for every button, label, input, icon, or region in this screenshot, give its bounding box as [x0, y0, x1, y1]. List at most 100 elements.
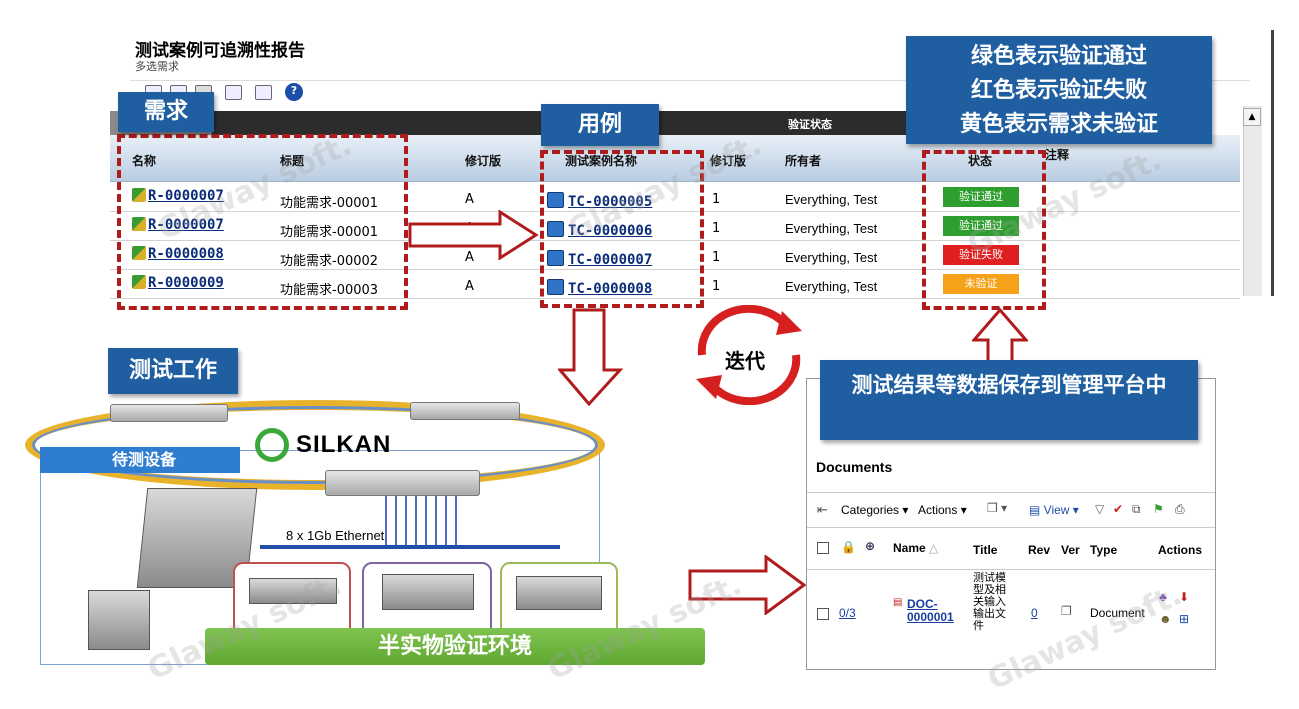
test-case-label: 用例: [541, 104, 659, 146]
documents-toolbar: ⇤ Categories ▾ Actions ▾ ❐ ▾ ▤ View ▾ ▽ …: [807, 492, 1215, 528]
simulator-device: [249, 578, 337, 604]
col-test-revision[interactable]: 修订版: [710, 154, 747, 168]
col-doc-type[interactable]: Type: [1090, 543, 1118, 557]
col-doc-ver[interactable]: Ver: [1061, 543, 1080, 557]
categories-menu[interactable]: Categories ▾: [841, 503, 909, 517]
simulator-box: [500, 562, 618, 637]
col-doc-actions[interactable]: Actions: [1158, 543, 1203, 557]
filter-icon[interactable]: ▽: [1095, 502, 1105, 516]
copy-icon[interactable]: ❐ ▾: [987, 501, 1008, 515]
row-checkbox[interactable]: [817, 608, 829, 620]
document-row: 0/3 ▤ DOC-0000001 测试模型及相关输入输出文件 0 ❐ Docu…: [807, 569, 1215, 660]
iteration-cycle-icon: [696, 305, 802, 405]
simulator-device: [382, 574, 474, 610]
attachment-count-link[interactable]: 0/3: [839, 606, 856, 620]
ethernet-line: [455, 496, 457, 546]
documents-title: Documents: [816, 459, 893, 475]
requirement-rev: A: [465, 250, 474, 265]
col-comment[interactable]: 注释: [1045, 148, 1070, 162]
requirement-rev: A: [465, 192, 474, 207]
view-menu[interactable]: ▤ View ▾: [1029, 503, 1079, 517]
flag-icon[interactable]: ⚑: [1153, 502, 1164, 516]
tree-icon: ⊕: [865, 539, 876, 553]
requirement-label: 需求: [118, 92, 214, 132]
status-highlight: [922, 150, 1046, 310]
col-test-case-name[interactable]: 测试案例名称: [565, 154, 638, 168]
select-all-checkbox[interactable]: [817, 542, 829, 554]
col-name[interactable]: 名称: [132, 154, 157, 168]
vendor-name: SILKAN: [296, 431, 392, 458]
sort-icon[interactable]: [255, 85, 272, 100]
owner: Everything, Test: [785, 279, 878, 294]
table-row: [110, 211, 1240, 241]
print-icon[interactable]: ⎙: [1175, 502, 1185, 516]
col-doc-name[interactable]: Name △: [893, 541, 939, 555]
back-icon[interactable]: ⇤: [817, 502, 828, 517]
document-link[interactable]: DOC-0000001: [907, 597, 954, 624]
requirement-link[interactable]: R-0000007: [132, 217, 224, 233]
owner: Everything, Test: [785, 250, 878, 265]
panel-edge: [1271, 30, 1274, 296]
table-row: [110, 269, 1240, 299]
iteration-label: 迭代: [725, 349, 765, 373]
requirement-link[interactable]: R-0000008: [132, 246, 224, 262]
ethernet-bus: [260, 545, 560, 549]
col-owner[interactable]: 所有者: [785, 154, 822, 168]
scroll-up-icon[interactable]: ▲: [1243, 108, 1261, 126]
test-case-link[interactable]: TC-0000007: [547, 250, 652, 268]
download-icon[interactable]: ⬇: [1179, 590, 1190, 604]
status-badge: 验证通过: [943, 187, 1019, 207]
check-icon[interactable]: ✔: [1113, 502, 1124, 516]
verify-status-group-label: 验证状态: [788, 118, 832, 131]
requirement-link[interactable]: R-0000007: [132, 188, 224, 204]
documents-header: 🔒 ⊕ Name △ Title Rev Ver Type Actions: [807, 529, 1215, 569]
ethernet-label: 8 x 1Gb Ethernet: [286, 528, 385, 543]
test-case-link[interactable]: TC-0000006: [547, 221, 652, 239]
device-controller: [88, 590, 150, 650]
ethernet-line: [385, 496, 387, 546]
rtf-icon[interactable]: [225, 85, 242, 100]
test-case-link[interactable]: TC-0000008: [547, 279, 652, 297]
test-case-rev: 1: [712, 192, 721, 207]
col-doc-title[interactable]: Title: [973, 543, 998, 557]
document-icon: ▤: [893, 597, 903, 608]
requirement-title: 功能需求-00001: [280, 225, 379, 240]
version-icon[interactable]: ❐: [1061, 604, 1072, 618]
simulator-device: [516, 576, 602, 610]
fiber-ring-inner: [32, 406, 598, 484]
ethernet-line: [395, 496, 397, 546]
requirement-title: 功能需求-00002: [280, 254, 379, 269]
lock-icon: 🔒: [841, 540, 856, 554]
test-case-rev: 1: [712, 279, 721, 294]
document-title: 测试模型及相关输入输出文件: [973, 572, 1006, 632]
test-case-icon: [547, 250, 564, 266]
help-icon[interactable]: ?: [285, 83, 303, 101]
network-switch: [110, 404, 228, 422]
add-doc-icon[interactable]: ⊞: [1179, 612, 1190, 626]
scrollbar[interactable]: [1243, 106, 1262, 296]
compare-icon[interactable]: ⧉: [1132, 502, 1141, 516]
right-arrow-icon: [408, 210, 539, 260]
actions-menu[interactable]: Actions ▾: [918, 503, 967, 517]
owner: Everything, Test: [785, 221, 878, 236]
test-case-link[interactable]: TC-0000005: [547, 192, 652, 210]
network-switch: [325, 470, 480, 496]
test-case-highlight: [540, 150, 704, 308]
col-revision[interactable]: 修订版: [465, 154, 502, 168]
report-subtitle: 多选需求: [135, 60, 179, 73]
document-rev-link[interactable]: 0: [1031, 606, 1038, 620]
right-arrow-icon: [688, 555, 807, 615]
legend-red: 红色表示验证失败: [970, 78, 1147, 103]
user-icon[interactable]: ☻: [1159, 612, 1172, 626]
col-status[interactable]: 状态: [968, 154, 993, 168]
col-title[interactable]: 标题: [280, 154, 305, 168]
requirement-icon: [132, 246, 146, 260]
status-badge: 验证失败: [943, 245, 1019, 265]
requirement-link[interactable]: R-0000009: [132, 275, 224, 291]
workflow-icon[interactable]: ♣: [1159, 590, 1167, 604]
col-doc-rev[interactable]: Rev: [1028, 543, 1051, 557]
simulator-box: [362, 562, 492, 637]
network-switch: [410, 402, 520, 420]
test-case-rev: 1: [712, 250, 721, 265]
color-legend: 绿色表示验证通过 红色表示验证失败 黄色表示需求未验证: [906, 36, 1212, 144]
